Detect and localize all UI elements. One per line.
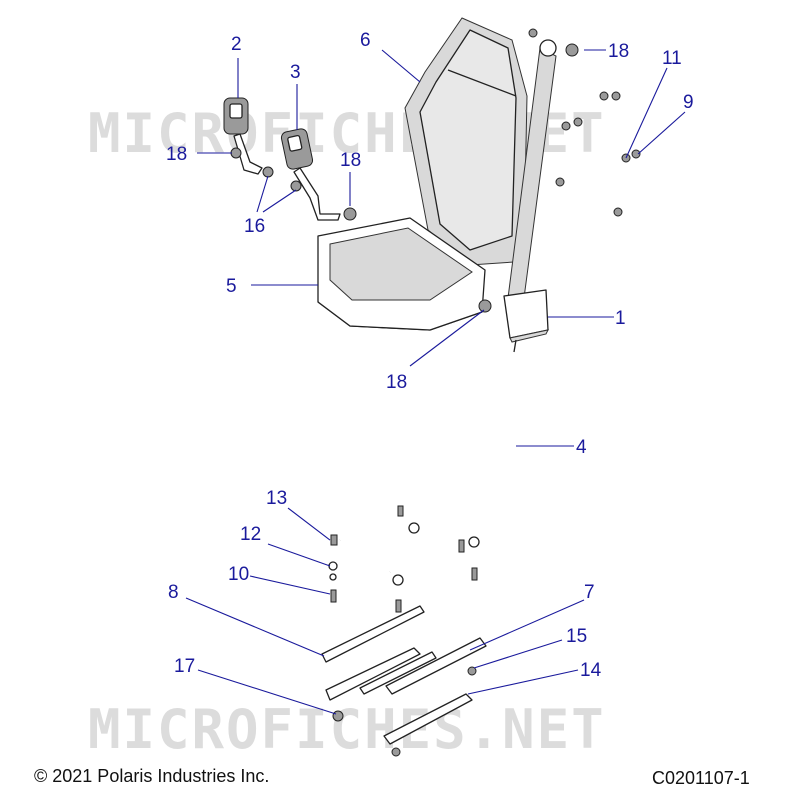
- frame-fasteners: [328, 505, 480, 613]
- slide-rails: [321, 605, 487, 701]
- callout-16: 16: [244, 216, 265, 237]
- callout-14: 14: [580, 660, 602, 681]
- buckle-3: [280, 128, 341, 221]
- callout-12: 12: [240, 524, 261, 545]
- callouts: 1 2 3 4 5 6 7 8 9 10 11 12 13 14 15 16 1…: [166, 30, 694, 681]
- callout-10: 10: [228, 564, 249, 585]
- seat-back: [404, 17, 528, 266]
- callout-17: 17: [174, 656, 195, 677]
- seat-frame-tube: [338, 342, 526, 575]
- callout-7: 7: [584, 582, 595, 603]
- callout-18-center: 18: [340, 150, 361, 171]
- watermark-bottom: MICROFICHES.NET: [88, 698, 606, 761]
- bottom-rail: [332, 666, 477, 757]
- callout-6: 6: [360, 30, 371, 51]
- buckle-2: [223, 97, 263, 175]
- callout-9: 9: [683, 92, 694, 113]
- callout-11: 11: [662, 48, 682, 69]
- seat-cushion: [317, 217, 486, 331]
- callout-2: 2: [231, 34, 242, 55]
- callout-18-left: 18: [166, 144, 187, 165]
- callout-13: 13: [266, 488, 287, 509]
- callout-18-lower: 18: [386, 372, 407, 393]
- callout-18-top-right: 18: [608, 41, 629, 62]
- diagram-code: C0201107-1: [652, 768, 750, 788]
- seat-belt-retractor: [503, 39, 557, 353]
- callout-4: 4: [576, 437, 587, 458]
- hardware: [230, 28, 641, 313]
- callout-1: 1: [615, 308, 626, 329]
- copyright-text: © 2021 Polaris Industries Inc.: [34, 766, 269, 786]
- callout-15: 15: [566, 626, 587, 647]
- callout-3: 3: [290, 62, 301, 83]
- callout-8: 8: [168, 582, 179, 603]
- leader-lines: [185, 49, 686, 715]
- callout-5: 5: [226, 276, 237, 297]
